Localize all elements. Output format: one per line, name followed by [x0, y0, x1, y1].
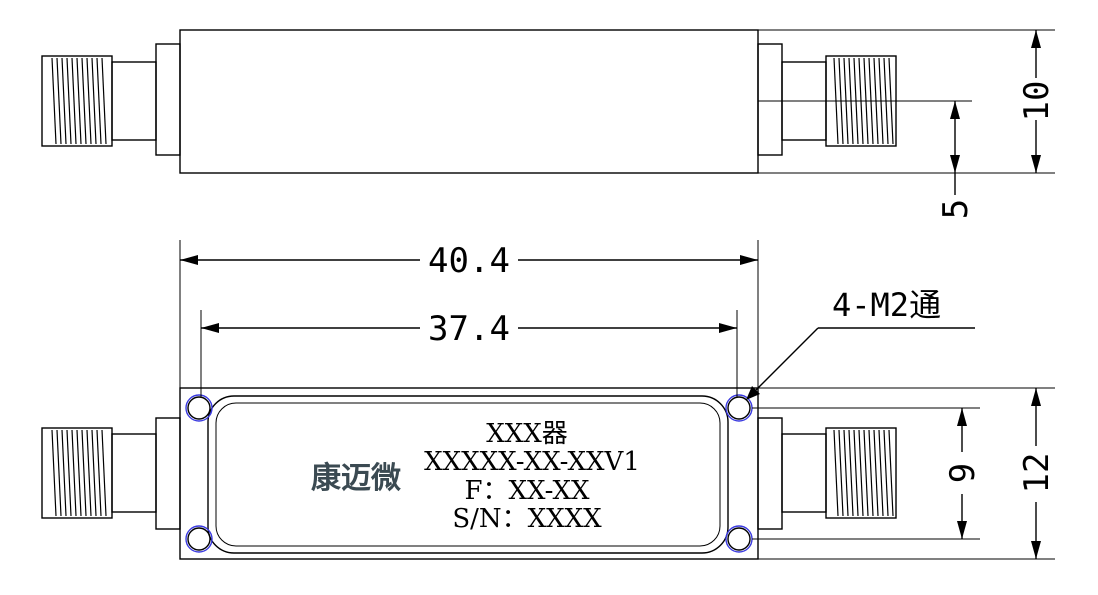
label-line-2: XXXXX-XX-XXV1: [424, 447, 640, 477]
thread-line: [76, 429, 82, 517]
top-left-connector: [41, 43, 181, 156]
label-outline-outer: [207, 395, 729, 554]
thread-line: [868, 429, 874, 517]
thread-line: [843, 429, 849, 517]
dim-37-4: 37.4: [200, 308, 738, 397]
label-line-3: F：XX-XX: [464, 476, 590, 506]
label-line-1: XXX器: [486, 419, 568, 449]
dim-10-label: 10: [1017, 81, 1057, 122]
thread-line: [81, 57, 87, 145]
hole-callout: 4-M2通: [746, 286, 975, 400]
thread-line: [863, 429, 869, 517]
thread-line: [91, 429, 97, 517]
thread-line: [56, 57, 62, 145]
thread-line: [71, 57, 77, 145]
thread-line: [61, 429, 67, 517]
bottom-left-connector: [41, 417, 181, 530]
top-view: 10 5: [41, 29, 1057, 219]
thread-line: [66, 429, 72, 517]
thread-line: [76, 57, 82, 145]
thread-line: [86, 57, 92, 145]
top-body: [179, 29, 759, 174]
thread-line: [853, 429, 859, 517]
thread-line: [91, 57, 97, 145]
thread-line: [81, 429, 87, 517]
thread-line: [101, 429, 107, 517]
dim-5: 5: [936, 101, 976, 219]
thread-line: [51, 429, 57, 517]
dim-9-label: 9: [943, 463, 983, 483]
label-outline-inner: [215, 402, 721, 547]
thread-line: [101, 57, 107, 145]
thread-line: [833, 429, 839, 517]
top-right-connector: [757, 43, 897, 156]
dim-37-4-label: 37.4: [428, 309, 510, 349]
dim-10: 10: [1017, 30, 1057, 173]
label-line-4: S/N：XXXX: [452, 504, 602, 534]
thread-line: [71, 429, 77, 517]
thread-line: [66, 57, 72, 145]
thread-line: [96, 57, 102, 145]
thread-line: [56, 429, 62, 517]
thread-line: [883, 429, 889, 517]
thread-line: [86, 429, 92, 517]
brand-logo-text: 康迈微: [311, 461, 401, 496]
hole-callout-label: 4-M2通: [832, 286, 941, 324]
dim-12: 12: [1017, 388, 1057, 559]
thread-line: [888, 429, 894, 517]
bottom-right-connector: [757, 417, 897, 530]
dim-40-4: 40.4: [179, 240, 759, 388]
thread-line: [848, 429, 854, 517]
thread-line: [51, 57, 57, 145]
thread-line: [96, 429, 102, 517]
thread-line: [838, 429, 844, 517]
dim-9: 9: [943, 408, 983, 539]
thread-line: [873, 429, 879, 517]
dim-5-label: 5: [936, 199, 976, 219]
thread-line: [858, 429, 864, 517]
thread-line: [61, 57, 67, 145]
bottom-view: 康迈微 XXX器 XXXXX-XX-XXV1 F：XX-XX S/N：XXXX …: [41, 240, 1057, 560]
thread-line: [878, 429, 884, 517]
dim-12-label: 12: [1017, 453, 1057, 494]
dim-40-4-label: 40.4: [428, 241, 510, 281]
